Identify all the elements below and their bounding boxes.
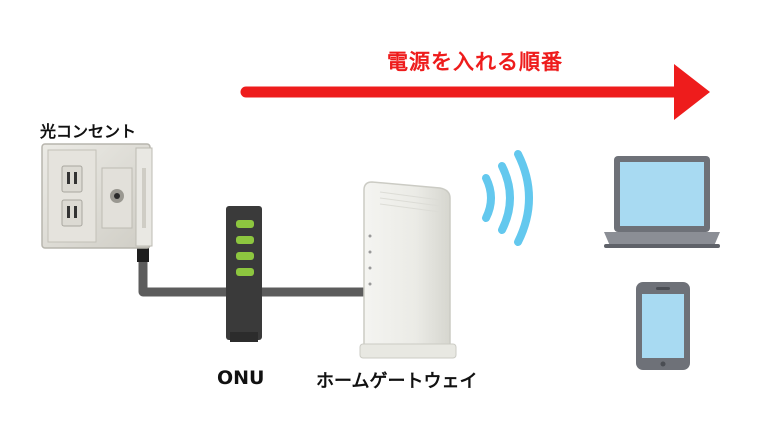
laptop-icon (604, 156, 720, 248)
optical-outlet-icon (41, 143, 153, 249)
onu-label: ONU (217, 367, 265, 389)
onu-box-icon (226, 206, 262, 342)
home-gateway-label: ホームゲートウェイ (316, 371, 478, 392)
power-order-arrow (240, 64, 710, 120)
router-icon (359, 181, 457, 359)
wifi-signal-icon (482, 150, 533, 246)
optical-outlet-label: 光コンセント (40, 122, 137, 141)
power-order-title: 電源を入れる順番 (387, 50, 563, 74)
cable-outlet-to-onu (137, 246, 226, 297)
smartphone-icon (636, 282, 690, 370)
